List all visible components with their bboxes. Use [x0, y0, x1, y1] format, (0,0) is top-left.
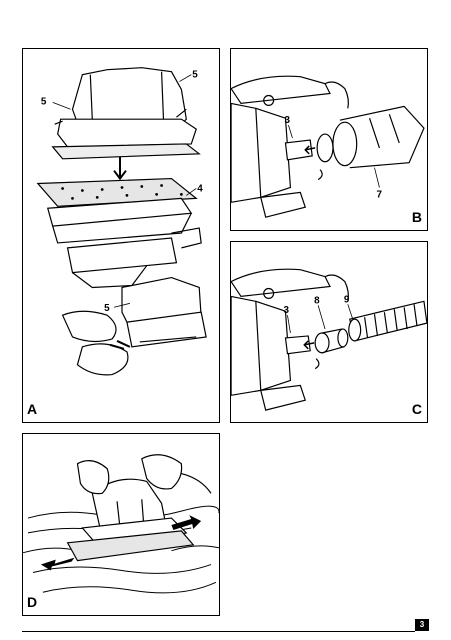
figure-panel-d: D — [22, 433, 220, 616]
callout-4: 4 — [197, 183, 203, 194]
callout-9: 9 — [344, 294, 350, 305]
sanding-usage-illustration — [23, 454, 219, 594]
panel-letter-b: B — [411, 209, 422, 225]
page-number: 3 — [415, 619, 429, 631]
callout-7: 7 — [376, 189, 382, 200]
panel-letter-c: C — [411, 401, 422, 417]
figure-panel-c: 3 8 9 C — [230, 241, 428, 423]
figure-panel-a: 5 5 4 5 A — [22, 48, 220, 423]
sander-sheet-fitting-illustration: 5 5 4 5 — [36, 67, 207, 376]
callout-3: 3 — [284, 305, 290, 316]
callout-5-left: 5 — [41, 96, 47, 107]
panel-letter-d: D — [27, 594, 38, 610]
callout-5-right: 5 — [192, 70, 198, 81]
callout-3: 3 — [284, 115, 290, 126]
figure-panel-b: 3 7 B — [230, 48, 428, 231]
footer-rule — [22, 631, 415, 632]
vacuum-adaptor-fitting-illustration: 3 8 9 — [231, 268, 427, 411]
callout-5-bottom: 5 — [104, 303, 110, 314]
panel-letter-a: A — [27, 401, 38, 417]
dust-bag-fitting-illustration: 3 7 — [231, 75, 425, 218]
callout-8: 8 — [314, 295, 320, 306]
